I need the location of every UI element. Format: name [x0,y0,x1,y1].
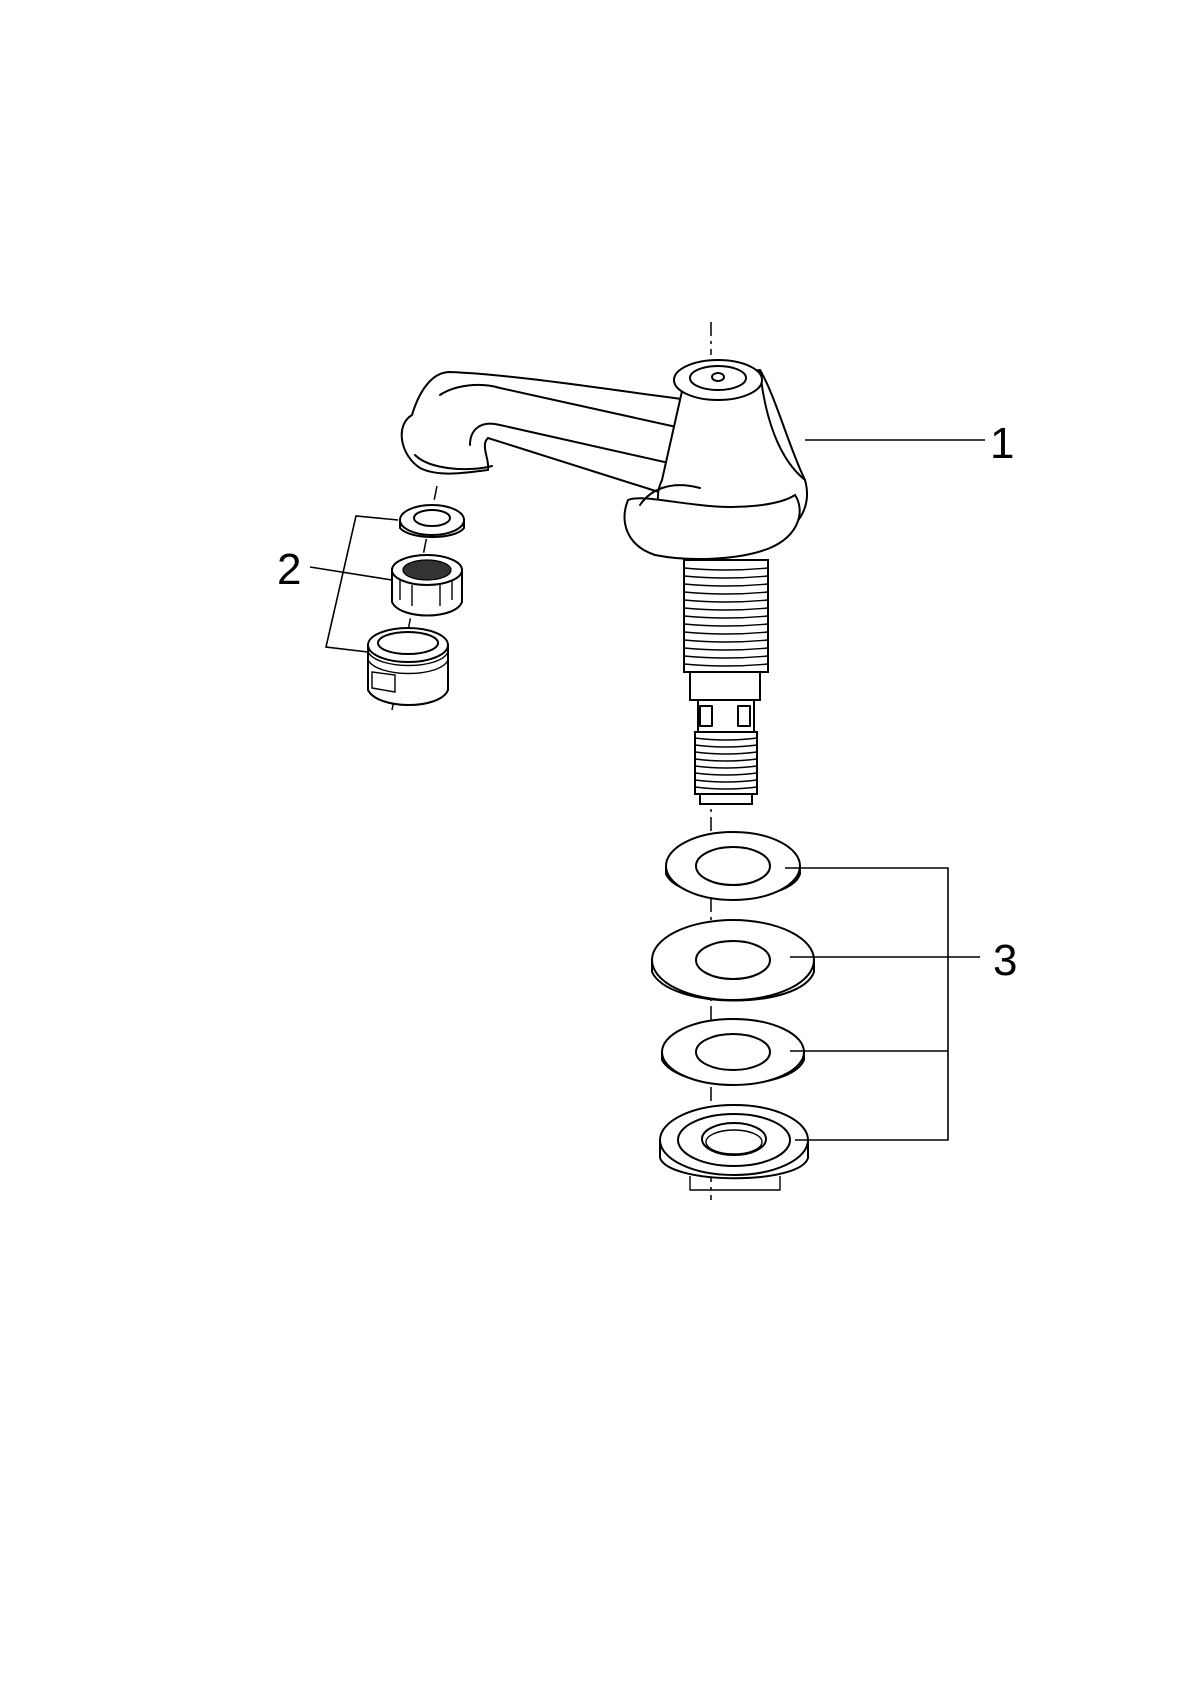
callout-2: 2 [277,545,301,594]
mounting-set [651,831,815,1191]
shank-thread-ring [683,599,769,603]
aerator-screen [402,559,452,581]
washer-3-hole [695,1033,771,1071]
washer-3 [661,1018,805,1086]
shank-thread-ring [683,647,769,651]
spout-tip-edge [414,454,493,471]
aerator-insert-slots [399,580,453,606]
aerator-housing-top [367,627,449,663]
shank-thread-ring [683,567,769,571]
leader-2-mid [309,566,393,581]
washer-2-hole [695,940,771,980]
lower-thread-ring [694,744,758,748]
washer-1 [665,831,801,901]
shank-thread-ring [683,663,769,667]
shank-collar [689,671,761,701]
callout-3: 3 [993,936,1017,985]
shank-thread-ring [683,607,769,611]
washer-1-hole [695,846,771,886]
top-cap-hole [711,372,725,382]
lower-thread-ring [694,779,758,783]
valve-port-left [699,705,713,727]
shank-thread-ring [683,583,769,587]
callout-1: 1 [990,419,1014,468]
shank-tip [699,793,753,805]
threaded-shank [683,559,769,805]
aerator-set [367,504,465,706]
valve-port-right [737,705,751,727]
mounting-nut [659,1104,809,1176]
shank-thread-ring [683,575,769,579]
aerator-gasket-hole [413,509,451,527]
handle-edge [759,369,806,481]
nut-hex-base [689,1176,781,1191]
shank-thread-ring [683,623,769,627]
spout-lower-edge [469,422,701,471]
aerator-housing-rim [377,631,439,655]
faucet-body [400,359,808,561]
shank-thread-ring [683,591,769,595]
nut-bore-thread [705,1129,763,1155]
washer-2 [651,919,815,1001]
shank-thread-ring [683,655,769,659]
leader-2-bracket [325,515,399,653]
leader-3-bracket [785,867,949,1141]
top-cap-inner [689,365,747,391]
shank-thread-ring [683,639,769,643]
shank-lower [694,731,758,795]
aerator-gasket-side [399,519,465,538]
base-dome [623,493,801,561]
shank-thread-ring [683,615,769,619]
spout-upper-edge [439,383,691,431]
aerator-housing-thread [367,651,449,675]
lower-thread-ring [694,751,758,755]
nut-face-ring [677,1113,791,1167]
lower-thread-ring [694,765,758,769]
lower-thread-ring [694,772,758,776]
shank-valve-window [697,699,755,733]
aerator-housing-flat [371,671,396,693]
shank-threads [683,567,769,667]
nut-bore [701,1122,767,1156]
base-dome-crease [639,484,701,506]
shank-thread-ring [683,631,769,635]
lower-thread-ring [694,737,758,741]
lower-thread-ring [694,786,758,790]
lower-thread-ring [694,758,758,762]
lower-threads [694,737,758,790]
